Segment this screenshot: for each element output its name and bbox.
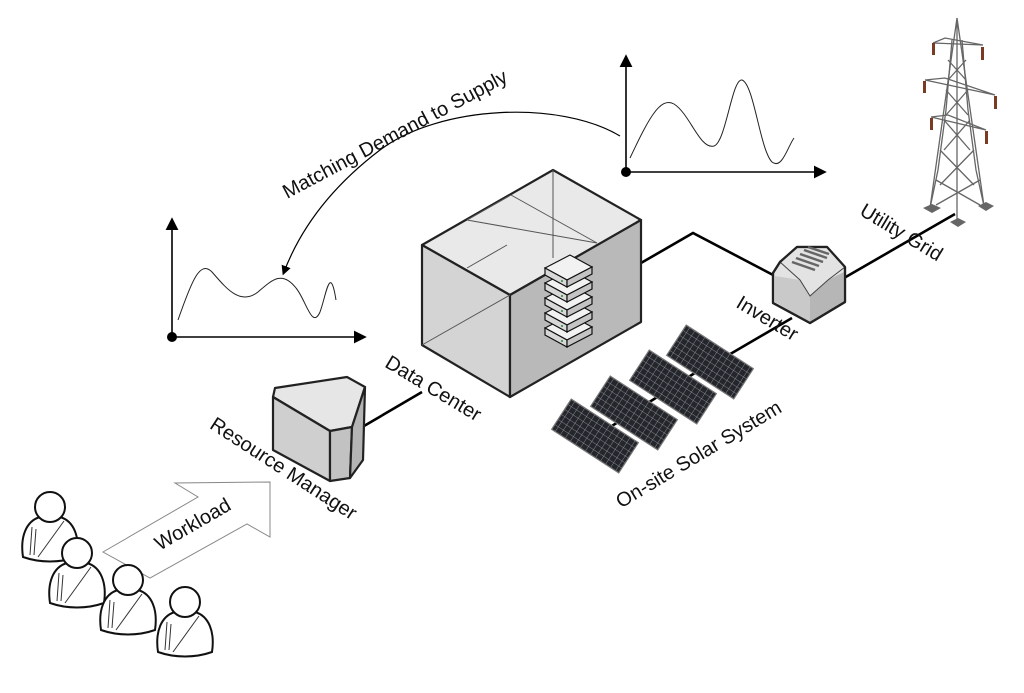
users	[21, 491, 214, 658]
inverter-grille-icon	[791, 245, 830, 272]
demand-origin	[167, 332, 177, 342]
supply-chart	[619, 54, 827, 179]
demand-chart	[165, 217, 367, 344]
supply-curve	[629, 79, 795, 165]
wire-inverter-solar	[719, 316, 793, 362]
user-icon	[99, 564, 157, 636]
supply-origin	[621, 167, 631, 177]
solar-panel	[628, 349, 718, 425]
insulators	[923, 43, 997, 144]
matching-arrow	[281, 111, 621, 276]
user-icon	[156, 586, 214, 658]
user-icon	[48, 537, 106, 609]
workload-arrow	[101, 481, 271, 579]
label-matching: Matching Demand to Supply	[279, 66, 511, 203]
inverter-block	[771, 245, 847, 325]
wire-rm-dc	[363, 390, 423, 428]
utility-tower	[923, 17, 997, 227]
data-center-box	[420, 168, 643, 399]
solar-panel	[550, 398, 640, 474]
solar-panel	[589, 375, 679, 451]
wire-inverter-grid	[843, 212, 956, 280]
demand-curve	[177, 268, 337, 321]
resource-manager-block	[271, 375, 367, 483]
wire-dc-inverter	[640, 231, 776, 278]
server-stack	[543, 254, 594, 349]
solar-panels	[550, 324, 755, 474]
solar-panel	[665, 324, 755, 400]
server-unit	[543, 254, 594, 289]
